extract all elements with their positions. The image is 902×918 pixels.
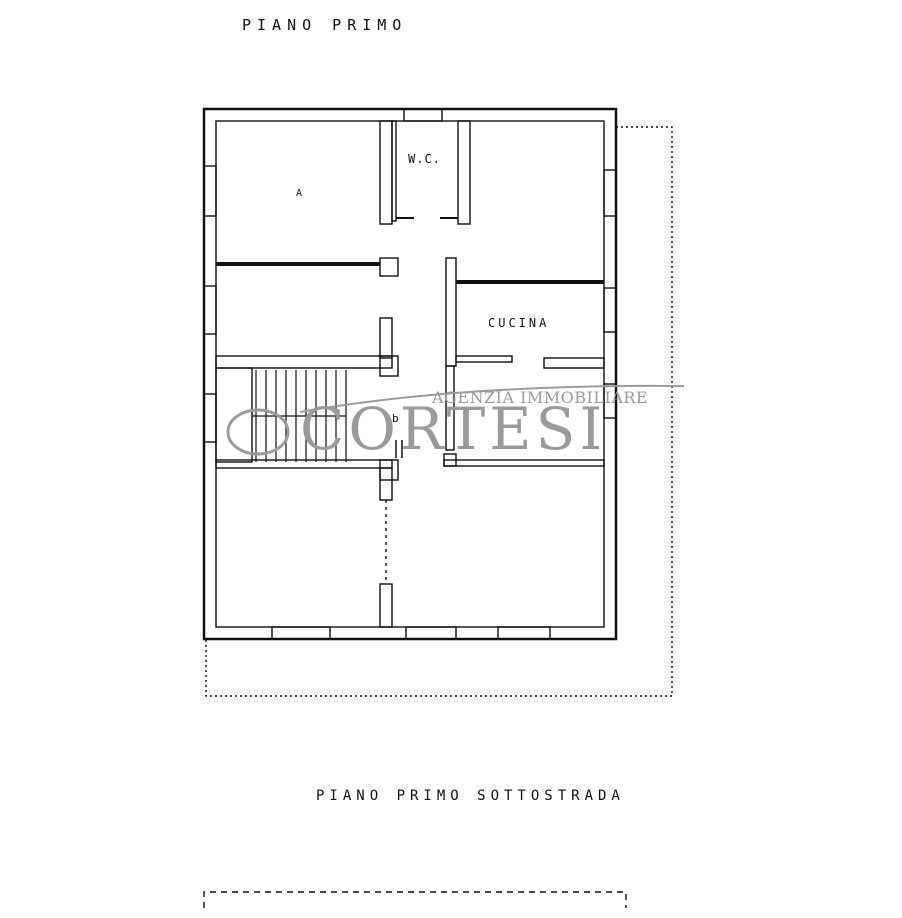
wall-kitchen-bottom-left: [455, 355, 513, 363]
room-label-bath: b: [392, 412, 401, 425]
pillar-1: [379, 257, 399, 277]
window-left-1: [203, 165, 217, 217]
stair-left-wall: [215, 367, 253, 463]
window-left-3: [203, 393, 217, 443]
wall-corridor-right: [445, 257, 457, 367]
wall-lower-center-top: [379, 467, 393, 501]
window-bottom-3: [497, 626, 551, 640]
watermark-brand: CORTESI: [300, 395, 607, 463]
wall-wc-right: [457, 120, 471, 225]
wall-kitchen-bottom: [543, 357, 605, 369]
title-piano-primo-sottostrada: piano primo sottostrada: [316, 788, 625, 804]
pillar-3: [379, 459, 399, 481]
window-right-1: [603, 169, 617, 217]
pillar-2: [379, 355, 399, 377]
wall-lower-center-bottom: [379, 583, 393, 628]
window-left-2: [203, 285, 217, 335]
lower-plan-outline: [203, 891, 627, 908]
title-piano-primo: piano primo: [242, 16, 408, 34]
wall-room4-top: [215, 459, 393, 469]
window-bottom-2: [405, 626, 457, 640]
wall-hall-right: [445, 365, 455, 451]
room-label-a: A: [296, 188, 304, 199]
window-top: [403, 108, 443, 122]
watermark-agency: AGENZIA IMMOBILIARE: [432, 388, 649, 407]
wall-room2-right: [379, 317, 393, 359]
wall-wc-left: [391, 120, 397, 222]
inner-wall: [215, 120, 605, 628]
window-right-3: [603, 383, 617, 419]
window-right-2: [603, 287, 617, 333]
window-bottom-1: [271, 626, 331, 640]
watermark-logo: [226, 384, 685, 456]
wall-room2-bottom: [215, 355, 393, 369]
wall-room1-right: [379, 120, 393, 225]
terrace-outline: [205, 126, 673, 697]
pillar-4: [443, 453, 457, 467]
room-label-wc: W.C.: [408, 152, 441, 166]
room-label-kitchen: Cucina: [488, 316, 550, 330]
